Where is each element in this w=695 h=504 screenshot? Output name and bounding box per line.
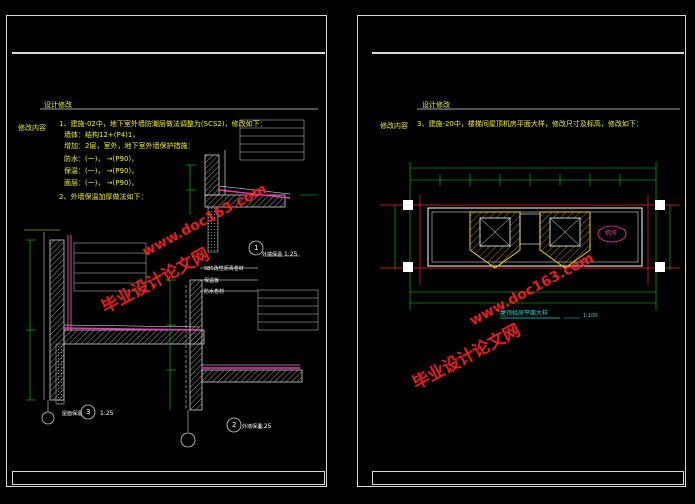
plan-caption: 屋顶机房平面大样 [500, 310, 549, 317]
detail-1-parapet-section [186, 119, 318, 253]
detail-3-number: 3 [86, 408, 91, 416]
right-sheet-border [357, 15, 686, 487]
detail-3-wall-section [24, 229, 205, 425]
left-note-1: 1、建施-02中，地下室外墙防潮层做法调整为(SCS2)，修改如下： [59, 120, 267, 128]
right-header-title: 设计修改 [422, 101, 450, 109]
left-header-title: 设计修改 [44, 101, 72, 109]
callout-1: 外墙保温 [262, 252, 283, 258]
left-wall-line: 墙体：结构12+(P4)1， [64, 131, 140, 139]
detail-2-axis-bubble [180, 432, 196, 448]
room-tag: 机房 [605, 230, 618, 237]
right-frame-top [372, 52, 684, 54]
left-floor-line-2: 保温：(一)， →(P90)， [64, 167, 139, 175]
room-tag-ellipse [597, 225, 627, 243]
right-note-3: 3、建施-20中，楼梯间屋顶机房平面大样，修改尺寸及标高，修改如下： [417, 120, 643, 128]
plan-scale: 1:100 [583, 313, 598, 319]
detail-2-number: 2 [232, 421, 237, 429]
detail-1-label-circle [248, 240, 264, 256]
left-title-block [12, 471, 325, 485]
left-modify-label: 修改内容 [18, 124, 46, 132]
layer-tag-3: 防水卷材 [204, 289, 225, 295]
detail-2-label-circle [226, 417, 242, 433]
left-extra-line: 增加：2层，室外，地下室外墙保护措施： [64, 142, 195, 150]
detail-1-number: 1 [254, 244, 259, 252]
detail-2-wall-section [166, 267, 319, 448]
left-floor-line-3: 面层：(一)， →(P90)， [64, 179, 139, 187]
layer-tag-1: SBS改性沥青卷材 [204, 266, 244, 272]
detail-3-scale: 1:25 [100, 410, 114, 417]
right-modify-label: 修改内容 [380, 122, 408, 130]
detail-1-scale: 1:25 [284, 251, 298, 258]
right-title-block [372, 471, 684, 485]
detail-3-axis-bubble [41, 411, 55, 425]
callout-3: 屋面保温 [62, 411, 83, 417]
left-frame-top [12, 52, 325, 54]
left-sheet-border [6, 15, 327, 487]
left-note-2: 2、外墙保温加厚做法如下： [59, 193, 148, 201]
callout-2: 外墙保温 [242, 424, 263, 430]
layer-tag-2: 保温板 [204, 278, 220, 284]
roof-machine-room-plan [380, 162, 680, 319]
detail-2-scale: 1:25 [258, 423, 272, 430]
left-floor-line-1: 防水：(一)， →(P90)， [64, 155, 139, 163]
detail-3-label-circle [80, 404, 96, 420]
